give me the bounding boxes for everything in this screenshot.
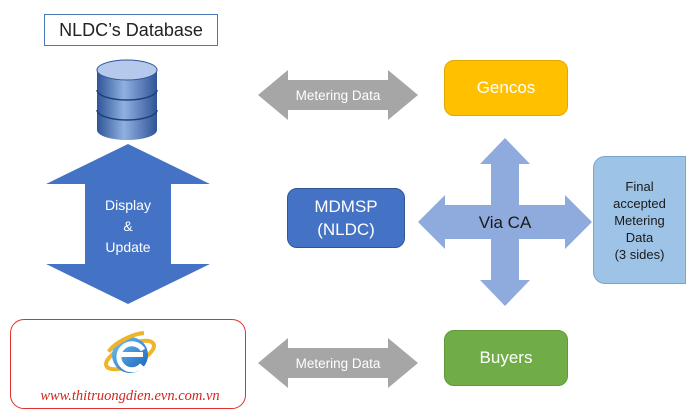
display-label: Display [105, 197, 151, 213]
mdmsp-node: MDMSP (NLDC) [287, 188, 405, 248]
final-line-5: (3 sides) [614, 246, 665, 262]
buyers-node: Buyers [444, 330, 568, 386]
via-ca-label: Via CA [479, 213, 532, 232]
internet-explorer-icon [104, 331, 156, 373]
final-line-4: Data [625, 229, 654, 245]
ampersand-label: & [123, 218, 133, 234]
website-url-link[interactable]: www.thitruongdien.evn.com.vn [40, 388, 220, 404]
via-ca-cross-arrow: Via CA [418, 138, 592, 306]
metering-data-arrow-top: Metering Data [258, 70, 418, 120]
update-label: Update [105, 239, 150, 255]
display-update-arrow: Display & Update [46, 144, 210, 304]
metering-data-label-bottom: Metering Data [296, 356, 381, 371]
final-line-1: Final [625, 178, 654, 194]
database-icon [96, 59, 158, 140]
final-accepted-data-node: Final accepted Metering Data (3 sides) [593, 156, 686, 284]
final-line-3: Metering [614, 212, 665, 228]
gencos-node: Gencos [444, 60, 568, 116]
final-line-2: accepted [613, 195, 666, 211]
metering-data-arrow-bottom: Metering Data [258, 338, 418, 388]
metering-data-label-top: Metering Data [296, 88, 381, 103]
mdmsp-label: MDMSP [314, 197, 378, 216]
nldc-label: (NLDC) [317, 220, 375, 239]
database-title: NLDC’s Database [44, 14, 218, 46]
